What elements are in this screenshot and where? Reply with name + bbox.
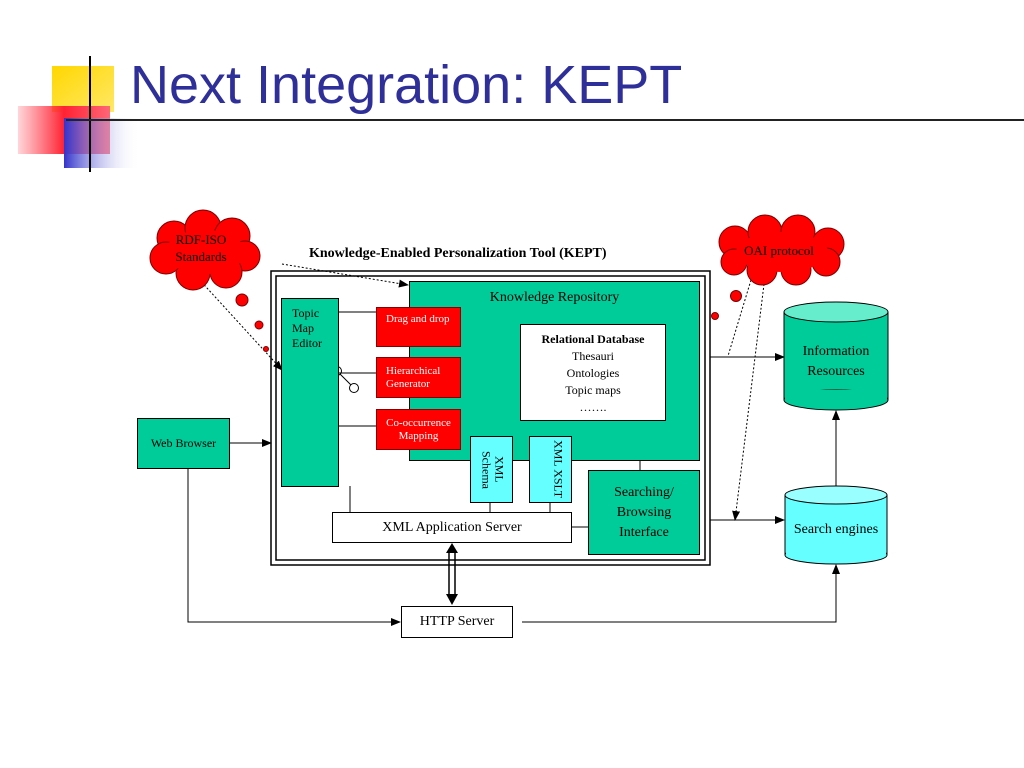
co-occurrence-mapping-label: Co-occurrence Mapping xyxy=(386,416,451,442)
topic-map-editor-label: Topic Map Editor xyxy=(292,306,322,350)
topic-map-editor: Topic Map Editor xyxy=(281,298,339,487)
oai-protocol-label: OAI protocol xyxy=(744,243,814,258)
information-resources-label: Information Resources xyxy=(802,344,870,379)
rdf-iso-cloud xyxy=(149,209,261,291)
db-item-thesauri: Thesauri xyxy=(572,349,614,363)
drag-and-drop-label: Drag and drop xyxy=(386,313,450,325)
slide-title: Next Integration: KEPT xyxy=(130,55,683,115)
relational-database-heading: Relational Database xyxy=(541,332,645,346)
logo-yellow-square xyxy=(52,66,114,112)
kept-frame-inner xyxy=(275,275,706,561)
relational-database: Relational Database Thesauri Ontologies … xyxy=(520,324,666,421)
http-server: HTTP Server xyxy=(401,606,513,638)
co-occurrence-mapping-box: Co-occurrence Mapping xyxy=(376,409,461,450)
information-resources-cylinder xyxy=(783,301,889,411)
drag-and-drop-box: Drag and drop xyxy=(376,307,461,347)
oai-cloud xyxy=(718,214,845,286)
rdf-iso-label: RDF-ISO Standards xyxy=(175,232,227,264)
xml-schema-label: XML Schema xyxy=(479,450,507,489)
kept-label: Knowledge-Enabled Personalization Tool (… xyxy=(309,246,607,261)
searching-browsing-label: Searching/ Browsing Interface xyxy=(614,484,674,540)
hierarchical-generator-label: Hierarchical Generator xyxy=(386,364,441,390)
db-item-topic-maps: Topic maps xyxy=(565,383,621,397)
xml-xslt-label: XML XSLT xyxy=(551,440,566,499)
information-resources-label-wrap: Information Resources xyxy=(786,340,886,384)
web-browser: Web Browser xyxy=(137,418,230,469)
search-engines-label: Search engines xyxy=(793,522,879,537)
kept-frame-outer xyxy=(270,270,711,566)
search-engines-cylinder xyxy=(784,485,888,565)
xml-schema-box: XML Schema xyxy=(470,436,513,503)
xml-xslt-box: XML XSLT xyxy=(529,436,572,503)
web-browser-label: Web Browser xyxy=(150,436,217,450)
oai-protocol-label-wrap: OAI protocol xyxy=(726,240,832,262)
logo-blue-square xyxy=(64,118,140,168)
knowledge-repository-label: Knowledge Repository xyxy=(489,290,620,305)
searching-browsing-interface: Searching/ Browsing Interface xyxy=(588,470,700,555)
hierarchical-generator-box: Hierarchical Generator xyxy=(376,357,461,398)
rdf-iso-label-wrap: RDF-ISO Standards xyxy=(160,228,242,268)
xml-application-server: XML Application Server xyxy=(332,512,572,543)
xml-application-server-label: XML Application Server xyxy=(382,519,522,535)
db-item-ontologies: Ontologies xyxy=(566,366,620,380)
db-item-ellipsis: ……. xyxy=(579,400,607,414)
http-server-label: HTTP Server xyxy=(419,614,495,629)
search-engines-label-wrap: Search engines xyxy=(790,508,882,552)
